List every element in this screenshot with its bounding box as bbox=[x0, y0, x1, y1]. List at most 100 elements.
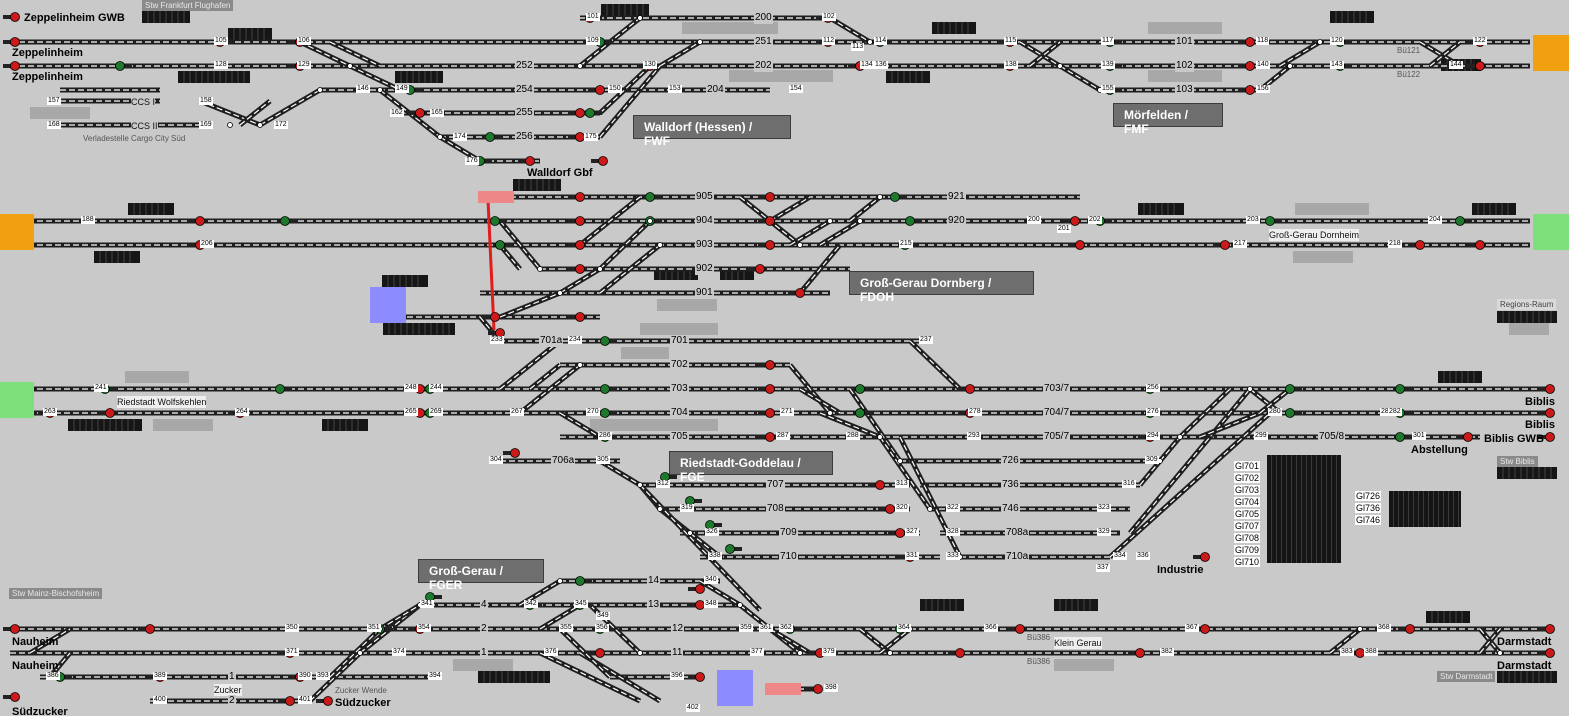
signal-icon-35[interactable] bbox=[591, 156, 608, 166]
signal-icon-27[interactable] bbox=[568, 108, 585, 118]
signal-icon-125[interactable] bbox=[948, 648, 965, 658]
signal-icon-37[interactable] bbox=[280, 216, 298, 226]
signal-icon-106[interactable] bbox=[888, 528, 905, 538]
area-walldorf[interactable]: Walldorf (Hessen) / FWF bbox=[633, 115, 791, 148]
signal-icon-102[interactable] bbox=[705, 520, 723, 530]
signal-icon-58[interactable] bbox=[1408, 240, 1425, 250]
signal-icon-84[interactable] bbox=[855, 408, 873, 418]
signal-icon-83[interactable] bbox=[855, 384, 873, 394]
gl-item-gl736[interactable]: Gl736 bbox=[1355, 503, 1382, 513]
signal-icon-40[interactable] bbox=[568, 216, 585, 226]
signal-icon-48[interactable] bbox=[748, 264, 765, 274]
gl-item-gl705[interactable]: Gl705 bbox=[1234, 509, 1261, 519]
signal-icon-132[interactable] bbox=[1538, 648, 1555, 658]
signal-icon-65[interactable] bbox=[568, 312, 585, 322]
signal-icon-76[interactable] bbox=[600, 384, 618, 394]
signal-icon-36[interactable] bbox=[188, 216, 205, 226]
gl-item-gl708[interactable]: Gl708 bbox=[1234, 533, 1261, 543]
signal-icon-85[interactable] bbox=[958, 384, 975, 394]
signal-icon-1[interactable] bbox=[3, 37, 20, 47]
signal-icon-61[interactable] bbox=[490, 216, 508, 226]
signal-icon-29[interactable] bbox=[585, 108, 603, 118]
gl-item-gl701[interactable]: Gl701 bbox=[1234, 461, 1261, 471]
signal-icon-99[interactable] bbox=[503, 448, 520, 458]
signal-icon-75[interactable] bbox=[600, 336, 618, 346]
signal-icon-94[interactable] bbox=[1538, 384, 1555, 394]
signal-icon-43[interactable] bbox=[645, 192, 663, 202]
gl-item-gl707[interactable]: Gl707 bbox=[1234, 521, 1261, 531]
signal-icon-18[interactable] bbox=[1238, 37, 1255, 47]
signal-icon-62[interactable] bbox=[495, 240, 513, 250]
signal-icon-121[interactable] bbox=[588, 648, 605, 658]
signal-icon-140[interactable] bbox=[806, 684, 823, 694]
signal-icon-80[interactable] bbox=[758, 384, 775, 394]
signal-icon-53[interactable] bbox=[1063, 216, 1080, 226]
gl-item-gl703[interactable]: Gl703 bbox=[1234, 485, 1261, 495]
signal-icon-115[interactable] bbox=[688, 600, 705, 610]
signal-icon-24[interactable] bbox=[1468, 61, 1485, 71]
signal-icon-114[interactable] bbox=[688, 584, 705, 594]
area-riedstadt-goddelau[interactable]: Riedstadt-Goddelau / FGE bbox=[669, 451, 833, 484]
signal-icon-113[interactable] bbox=[575, 576, 593, 586]
signal-icon-95[interactable] bbox=[1538, 408, 1555, 418]
signal-icon-20[interactable] bbox=[1238, 85, 1255, 95]
signal-icon-67[interactable] bbox=[275, 384, 293, 394]
signal-icon-77[interactable] bbox=[600, 408, 618, 418]
signal-icon-81[interactable] bbox=[758, 408, 775, 418]
signal-icon-49[interactable] bbox=[788, 288, 805, 298]
gl-item-gl704[interactable]: Gl704 bbox=[1234, 497, 1261, 507]
signal-icon-82[interactable] bbox=[758, 432, 775, 442]
signal-icon-57[interactable] bbox=[1265, 216, 1283, 226]
exit-marker-west-orange[interactable] bbox=[0, 214, 34, 250]
signal-icon-136[interactable] bbox=[278, 696, 295, 706]
signal-icon-104[interactable] bbox=[868, 480, 885, 490]
signal-icon-34[interactable] bbox=[518, 156, 535, 166]
signal-icon-131[interactable] bbox=[1538, 624, 1555, 634]
gl-item-gl726[interactable]: Gl726 bbox=[1355, 491, 1382, 501]
exit-marker-east-green[interactable] bbox=[1533, 214, 1569, 250]
signal-icon-98[interactable] bbox=[1395, 432, 1413, 442]
signal-icon-79[interactable] bbox=[758, 360, 775, 370]
signal-icon-97[interactable] bbox=[1456, 432, 1473, 442]
area-gross-gerau-dornberg[interactable]: Groß-Gerau Dornberg / FDOH bbox=[849, 271, 1034, 304]
signal-icon-2[interactable] bbox=[3, 61, 20, 71]
signal-icon-47[interactable] bbox=[758, 240, 775, 250]
signal-icon-41[interactable] bbox=[568, 240, 585, 250]
signal-icon-92[interactable] bbox=[1395, 384, 1413, 394]
signal-icon-60[interactable] bbox=[1468, 240, 1485, 250]
gl-item-gl710[interactable]: Gl710 bbox=[1234, 557, 1261, 567]
signal-icon-51[interactable] bbox=[905, 216, 923, 226]
signal-icon-116[interactable] bbox=[3, 624, 20, 634]
signal-icon-42[interactable] bbox=[568, 264, 585, 274]
signal-icon-130[interactable] bbox=[1398, 624, 1415, 634]
gl-item-gl746[interactable]: Gl746 bbox=[1355, 515, 1382, 525]
signal-icon-138[interactable] bbox=[316, 696, 333, 706]
exit-marker-west-green[interactable] bbox=[0, 382, 34, 418]
signal-icon-54[interactable] bbox=[1068, 240, 1085, 250]
signal-icon-96[interactable] bbox=[1538, 432, 1555, 442]
signal-icon-3[interactable] bbox=[115, 61, 133, 71]
signal-icon-128[interactable] bbox=[1128, 648, 1145, 658]
signal-icon-28[interactable] bbox=[568, 132, 585, 142]
area-gross-gerau[interactable]: Groß-Gerau / FGER bbox=[418, 559, 544, 592]
signal-icon-45[interactable] bbox=[758, 192, 775, 202]
signal-icon-68[interactable] bbox=[98, 408, 115, 418]
gl-item-gl709[interactable]: Gl709 bbox=[1234, 545, 1261, 555]
signal-icon-56[interactable] bbox=[1213, 240, 1230, 250]
signal-icon-91[interactable] bbox=[1285, 408, 1303, 418]
signal-icon-139[interactable] bbox=[688, 672, 705, 682]
signal-icon-90[interactable] bbox=[1285, 384, 1303, 394]
signal-icon-46[interactable] bbox=[758, 216, 775, 226]
signal-icon-108[interactable] bbox=[1193, 552, 1210, 562]
signal-icon-32[interactable] bbox=[485, 132, 503, 142]
gl-item-gl702[interactable]: Gl702 bbox=[1234, 473, 1261, 483]
signal-icon-59[interactable] bbox=[1455, 216, 1473, 226]
signal-icon-105[interactable] bbox=[878, 504, 895, 514]
area-moerfelden[interactable]: Mörfelden / FMF bbox=[1113, 103, 1223, 136]
signal-icon-134[interactable] bbox=[3, 692, 20, 702]
signal-icon-39[interactable] bbox=[568, 192, 585, 202]
signal-icon-0[interactable] bbox=[3, 12, 20, 22]
signal-icon-63[interactable] bbox=[483, 312, 500, 322]
signal-icon-31[interactable] bbox=[408, 108, 425, 118]
exit-marker-frankfurt[interactable] bbox=[1533, 35, 1569, 71]
